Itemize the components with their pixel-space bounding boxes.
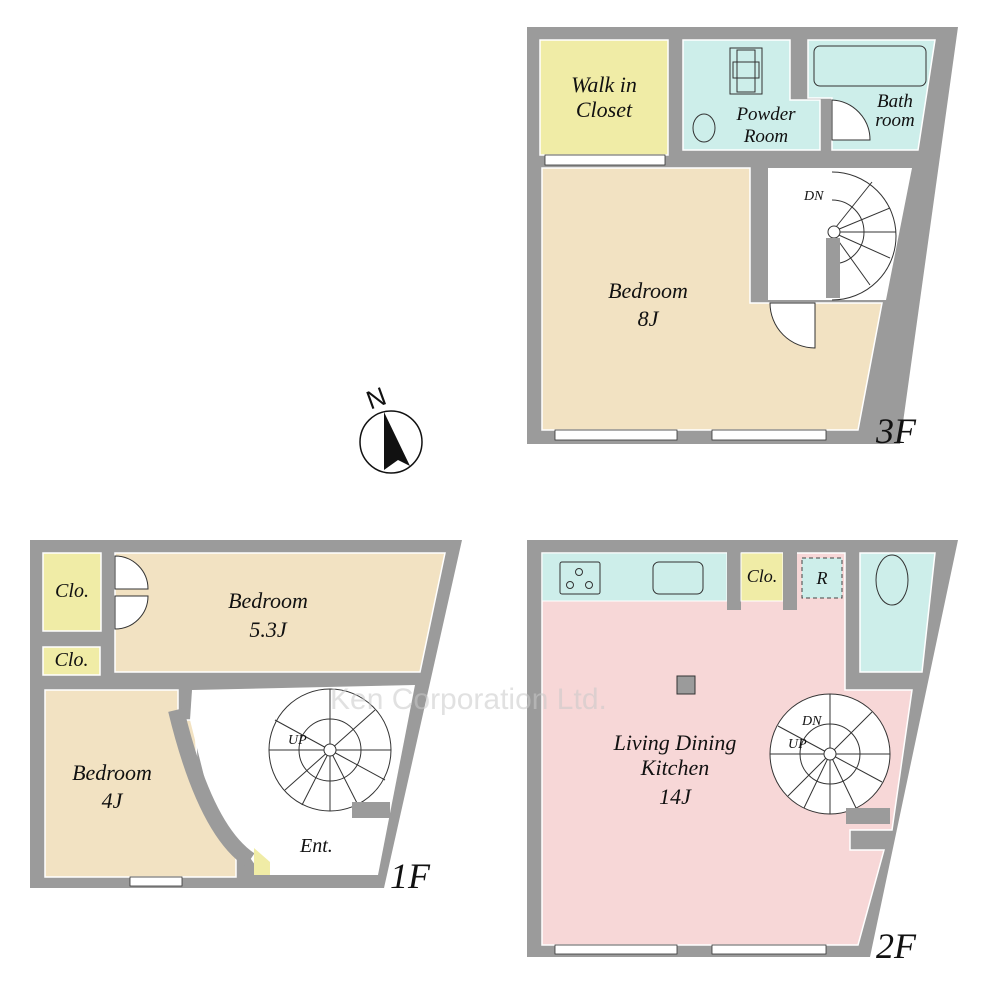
room-ldk-name: Living Dining Kitchen [613,730,737,781]
floor-2f [527,540,958,957]
floor-label-1f: 1F [390,856,430,896]
floor-label-3f: 3F [876,411,916,451]
room-powder-room: Powder Room [736,104,796,147]
stair-up-label-2f: UP [788,737,807,752]
room-bedroom-1f-small-size: 4J [101,788,123,813]
floor-3f [527,27,958,444]
room-bedroom-1f-large-size: 5.3J [249,617,287,642]
room-closet-1f-b: Clo. [54,649,89,671]
room-closet-2f: Clo. [746,566,778,586]
room-closet-1f-a: Clo. [55,580,89,602]
room-bathroom: Bath room [875,91,915,131]
room-entrance: Ent. [300,835,333,857]
north-compass-icon [359,410,423,474]
stair-down-label-3f: DN [804,189,824,204]
room-walk-in-closet: Walk in Closet [571,72,637,123]
room-bedroom-3f-name: Bedroom [608,278,688,303]
stair-up-label-1f: UP [288,733,307,748]
floor-label-2f: 2F [876,926,916,966]
floor-1f [30,540,462,888]
room-bedroom-3f-size: 8J [637,306,659,331]
stair-down-label-2f: DN [802,714,822,729]
watermark: Ken Corporation Ltd. [330,683,607,716]
room-bedroom-1f-large-name: Bedroom [228,588,308,613]
room-ldk-size: 14J [659,784,691,809]
refrigerator-space: R [816,568,828,588]
room-bedroom-1f-small-name: Bedroom [72,760,152,785]
